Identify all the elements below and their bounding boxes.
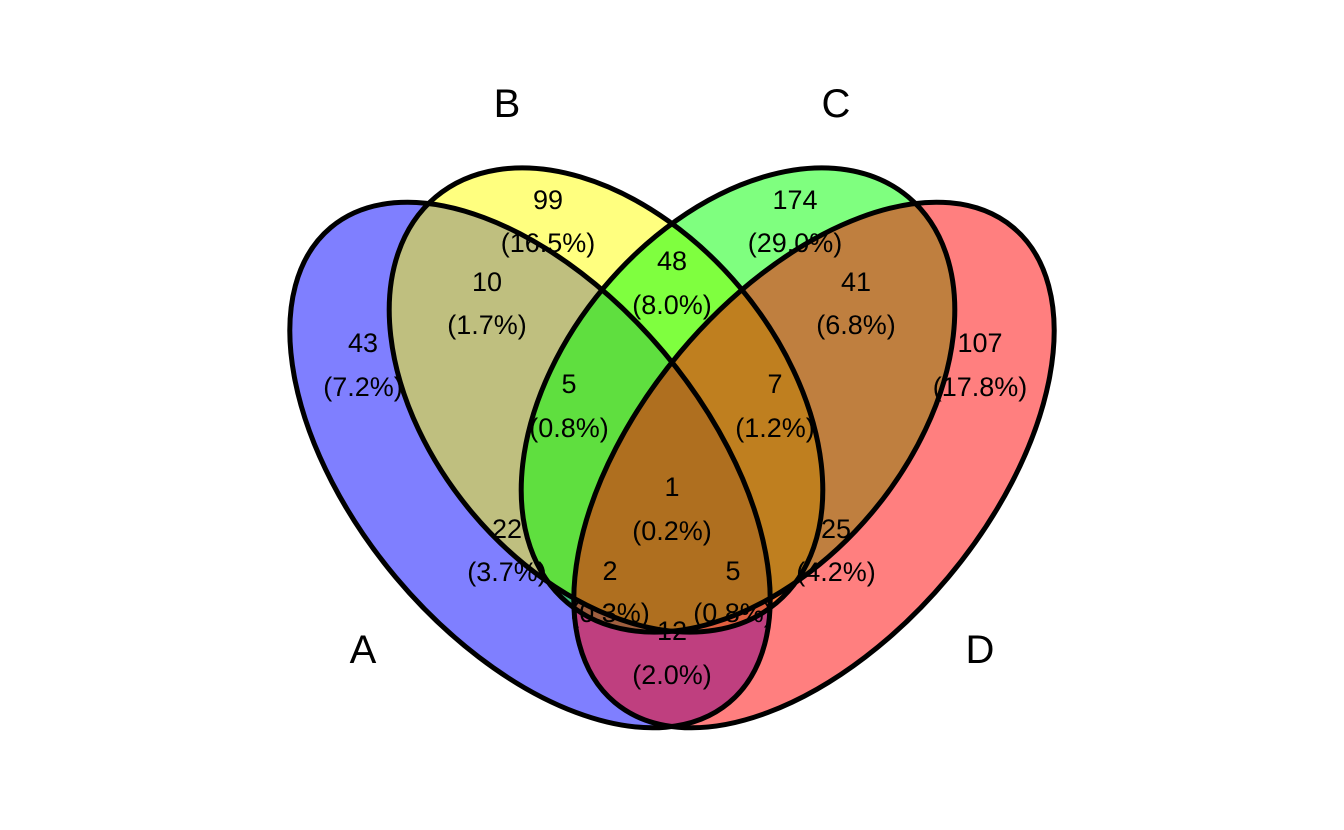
region-percent: (2.0%) (632, 660, 712, 690)
region-ac: 22 (3.7%) (467, 514, 547, 587)
set-outlines (287, 165, 1057, 731)
set-label-c: C (822, 82, 851, 126)
region-percent: (0.8%) (693, 598, 773, 628)
region-abd: 5 (0.8%) (693, 556, 773, 628)
region-count: 2 (602, 556, 617, 586)
region-percent: (0.3%) (570, 598, 650, 628)
region-percent: (3.7%) (467, 557, 547, 587)
set-label-a: A (350, 628, 377, 672)
set-label-d: D (966, 628, 995, 672)
region-b: 99 (16.5%) (501, 185, 596, 258)
region-count: 10 (472, 267, 502, 297)
set-d-outline (571, 199, 1057, 731)
region-percent: (1.7%) (447, 310, 527, 340)
region-count: 5 (561, 369, 576, 399)
region-bc: 48 (8.0%) (632, 246, 712, 320)
region-percent: (8.0%) (632, 290, 712, 320)
region-a: 43 (7.2%) (323, 328, 403, 402)
region-count: 107 (957, 328, 1002, 358)
region-bcd: 7 (1.2%) (735, 369, 815, 443)
region-count: 22 (492, 514, 522, 544)
region-abcd: 1 (0.2%) (632, 472, 712, 546)
region-count: 43 (348, 328, 378, 358)
set-fills (289, 167, 1055, 728)
region-bd: 25 (4.2%) (796, 514, 876, 587)
region-acd: 2 (0.3%) (570, 556, 650, 628)
region-count: 7 (767, 369, 782, 399)
region-count: 41 (841, 267, 871, 297)
region-abc: 5 (0.8%) (529, 369, 609, 443)
region-ad: 12 (2.0%) (632, 616, 712, 690)
region-percent: (0.2%) (632, 516, 712, 546)
region-ab: 10 (1.7%) (447, 267, 527, 340)
set-c-outline (518, 165, 958, 635)
region-d: 107 (17.8%) (933, 328, 1028, 402)
region-labels: 43 (7.2%) 99 (16.5%) 174 (29.0%) 107 (17… (323, 185, 1027, 690)
region-count: 1 (664, 472, 679, 502)
region-count: 25 (821, 514, 851, 544)
region-count: 12 (657, 616, 687, 646)
region-count: 99 (533, 185, 563, 215)
region-percent: (0.8%) (529, 413, 609, 443)
region-percent: (17.8%) (933, 372, 1028, 402)
region-percent: (1.2%) (735, 413, 815, 443)
set-labels: A B C D (350, 82, 995, 672)
region-percent: (7.2%) (323, 372, 403, 402)
set-a-outline (287, 199, 773, 731)
region-count: 5 (725, 556, 740, 586)
region-percent: (16.5%) (501, 228, 596, 258)
region-percent: (29.0%) (748, 228, 843, 258)
region-count: 174 (772, 185, 817, 215)
region-cd: 41 (6.8%) (816, 267, 896, 340)
set-d-fill (573, 202, 1055, 728)
region-c: 174 (29.0%) (748, 185, 843, 258)
region-count: 48 (657, 246, 687, 276)
region-percent: (4.2%) (796, 557, 876, 587)
set-label-b: B (494, 82, 521, 126)
region-percent: (6.8%) (816, 310, 896, 340)
set-b-outline (386, 165, 826, 635)
